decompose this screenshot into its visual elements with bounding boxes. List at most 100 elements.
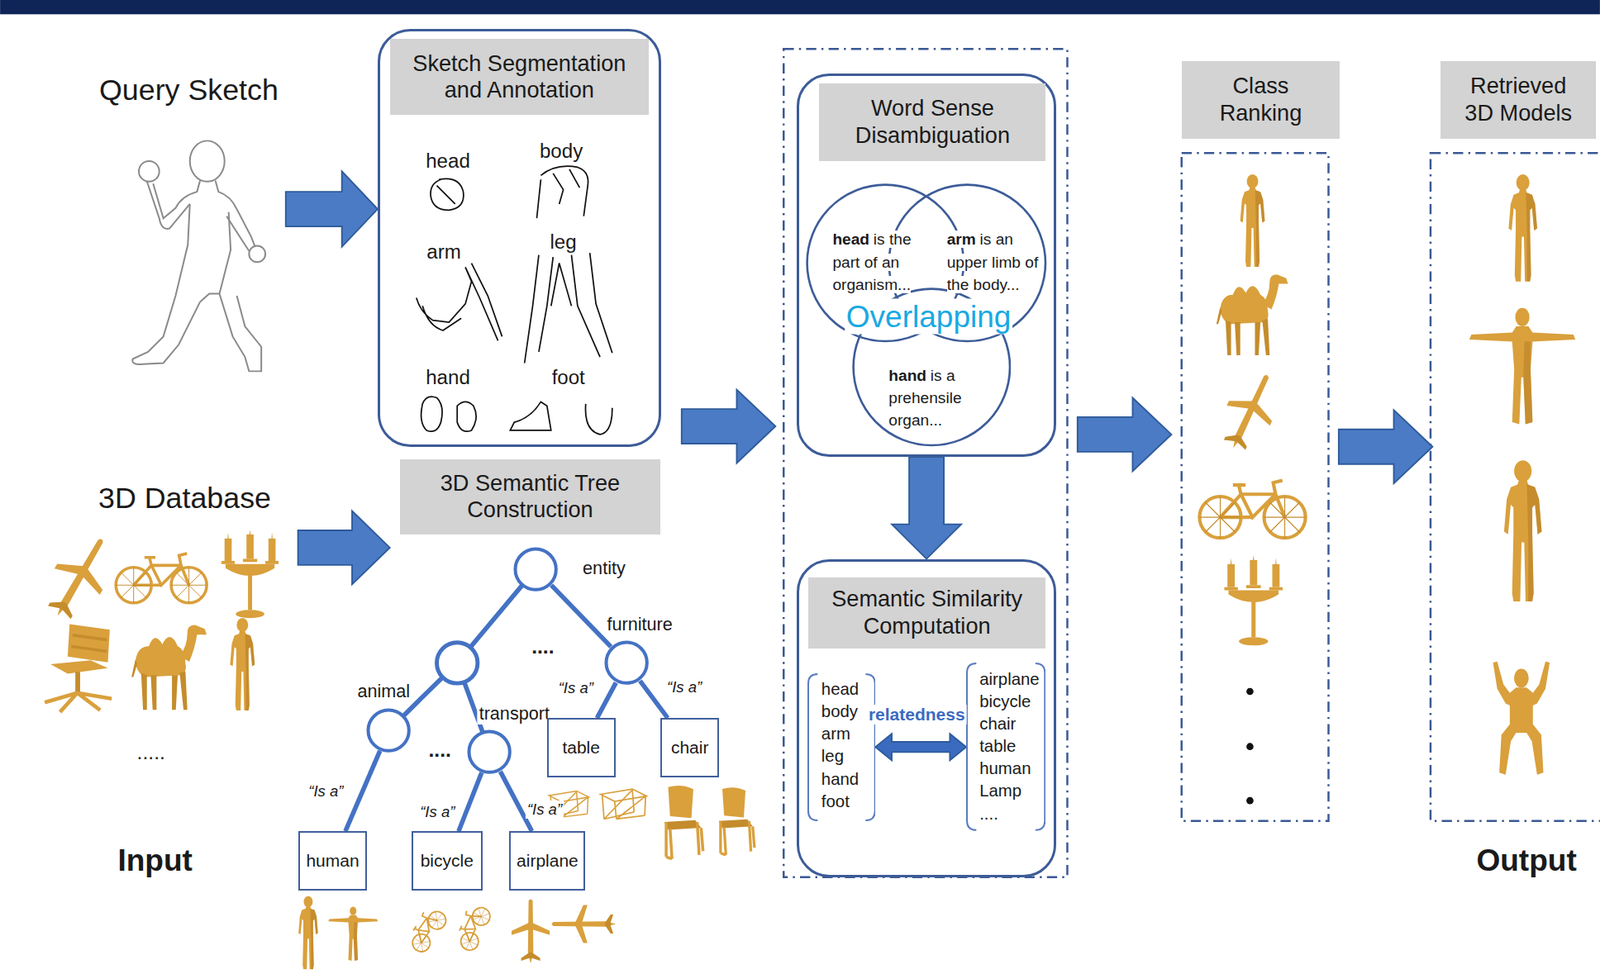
text-label: foot — [550, 366, 587, 390]
class-name: human — [305, 851, 359, 872]
ranked-models — [1223, 555, 1283, 647]
text-label: Input — [115, 842, 194, 878]
tree-node: animal — [366, 708, 411, 753]
tree-node: entity — [513, 547, 558, 592]
list-item: chair — [979, 713, 1039, 736]
box-title: Retrieved 3D Models — [1456, 72, 1581, 127]
node-outline — [466, 729, 512, 775]
header-band: Sketch Segmentation and Annotation — [390, 38, 650, 116]
grey-title-box: Class Ranking — [1181, 61, 1340, 139]
class-box: bicycle — [411, 831, 483, 891]
text-label: hand — [423, 366, 472, 390]
defined-word: hand — [888, 366, 927, 385]
block-arrow — [1077, 397, 1172, 472]
text-label: Output — [1474, 842, 1578, 878]
header-band: Word Sense Disambiguation — [819, 83, 1046, 162]
text-label: head — [423, 149, 472, 173]
grey-title-box: 3D Semantic Tree Construction — [400, 459, 661, 535]
part-sketches — [536, 166, 588, 219]
defined-word: arm — [947, 230, 977, 248]
word-list: airplanebicyclechairtablehumanLamp.... — [966, 662, 1046, 832]
block-arrow — [285, 171, 1434, 585]
query-sketch — [248, 246, 266, 263]
tree-thumbnails — [328, 906, 378, 962]
list-item: leg — [821, 745, 859, 768]
tree-thumbnails — [664, 785, 704, 860]
ranked-models — [1216, 274, 1289, 356]
query-sketch — [190, 140, 225, 181]
part-sketches — [509, 401, 612, 435]
query-sketch — [152, 180, 200, 220]
tree-label: transport — [477, 703, 552, 725]
node-circle — [469, 731, 510, 772]
tree-node: furniture — [604, 640, 649, 686]
tree-thumbnails — [298, 896, 319, 970]
text-label: Overlapping — [844, 298, 1014, 334]
query-sketch — [219, 212, 262, 372]
dashed-frame — [783, 48, 1600, 877]
retrieved-models — [1469, 308, 1576, 425]
class-box: airplane — [509, 831, 586, 891]
node-outline — [366, 708, 411, 753]
retrieved-models — [1508, 174, 1538, 282]
database-models — [229, 618, 255, 711]
retrieved-models — [1493, 661, 1551, 776]
list-item: table — [979, 735, 1039, 758]
query-sketch — [132, 140, 266, 372]
part-sketches — [416, 263, 503, 342]
database-models — [34, 526, 279, 713]
dashed-frame — [783, 48, 1067, 877]
list-bracket — [966, 663, 1045, 831]
ranked-models — [1246, 688, 1254, 696]
list-item: human — [979, 757, 1039, 781]
node-circle — [605, 642, 647, 684]
panel-title: Semantic Similarity Computation — [822, 585, 1032, 640]
tree-label: entity — [580, 557, 628, 580]
database-models — [115, 553, 207, 604]
tree-thumbnails — [298, 785, 755, 970]
list-item: bicycle — [979, 690, 1039, 714]
tree-link — [345, 751, 381, 832]
ranked-models — [1211, 365, 1289, 458]
text-label: arm — [424, 240, 462, 264]
edge-label: “Is a” — [306, 782, 345, 801]
retrieved-models — [1469, 174, 1576, 776]
block-arrow — [285, 171, 378, 247]
tree-thumbnails — [452, 902, 494, 954]
database-models — [44, 623, 112, 712]
edge-label: “Is a” — [418, 803, 457, 822]
tree-thumbnails — [600, 789, 648, 820]
part-sketches — [524, 252, 613, 363]
node-circle — [515, 548, 557, 590]
list-item: body — [821, 700, 859, 724]
query-sketch — [147, 181, 191, 229]
query-sketch — [215, 180, 256, 248]
database-models — [34, 526, 124, 629]
block-arrow — [891, 457, 962, 559]
class-box: table — [547, 718, 616, 778]
edge-label: “Is a” — [665, 678, 704, 697]
ranked-models — [1246, 742, 1254, 751]
defined-word: head — [832, 230, 870, 248]
tree-label: furniture — [605, 614, 675, 636]
query-sketch — [132, 204, 200, 365]
tree-link — [551, 585, 611, 648]
database-models — [221, 529, 279, 619]
class-box: human — [298, 831, 368, 891]
retrieved-models — [1504, 460, 1543, 602]
box-title: 3D Semantic Tree Construction — [418, 470, 643, 524]
list-item: .... — [979, 803, 1039, 826]
word-list: headbodyarmleghandfoot — [807, 673, 877, 822]
dashed-frame — [1430, 152, 1600, 822]
relation-label: relatedness — [866, 704, 967, 725]
ranked-models — [1199, 174, 1305, 805]
panel-title: Sketch Segmentation and Annotation — [401, 50, 637, 105]
list-item: hand — [821, 768, 859, 791]
class-name: table — [561, 738, 600, 758]
class-name: chair — [671, 738, 709, 758]
process-panel: Word Sense Disambiguationheadis the part… — [796, 73, 1057, 458]
tree-link — [596, 682, 616, 719]
node-outline — [604, 640, 649, 686]
text-label: .... — [426, 738, 453, 762]
tree-link — [639, 680, 668, 719]
